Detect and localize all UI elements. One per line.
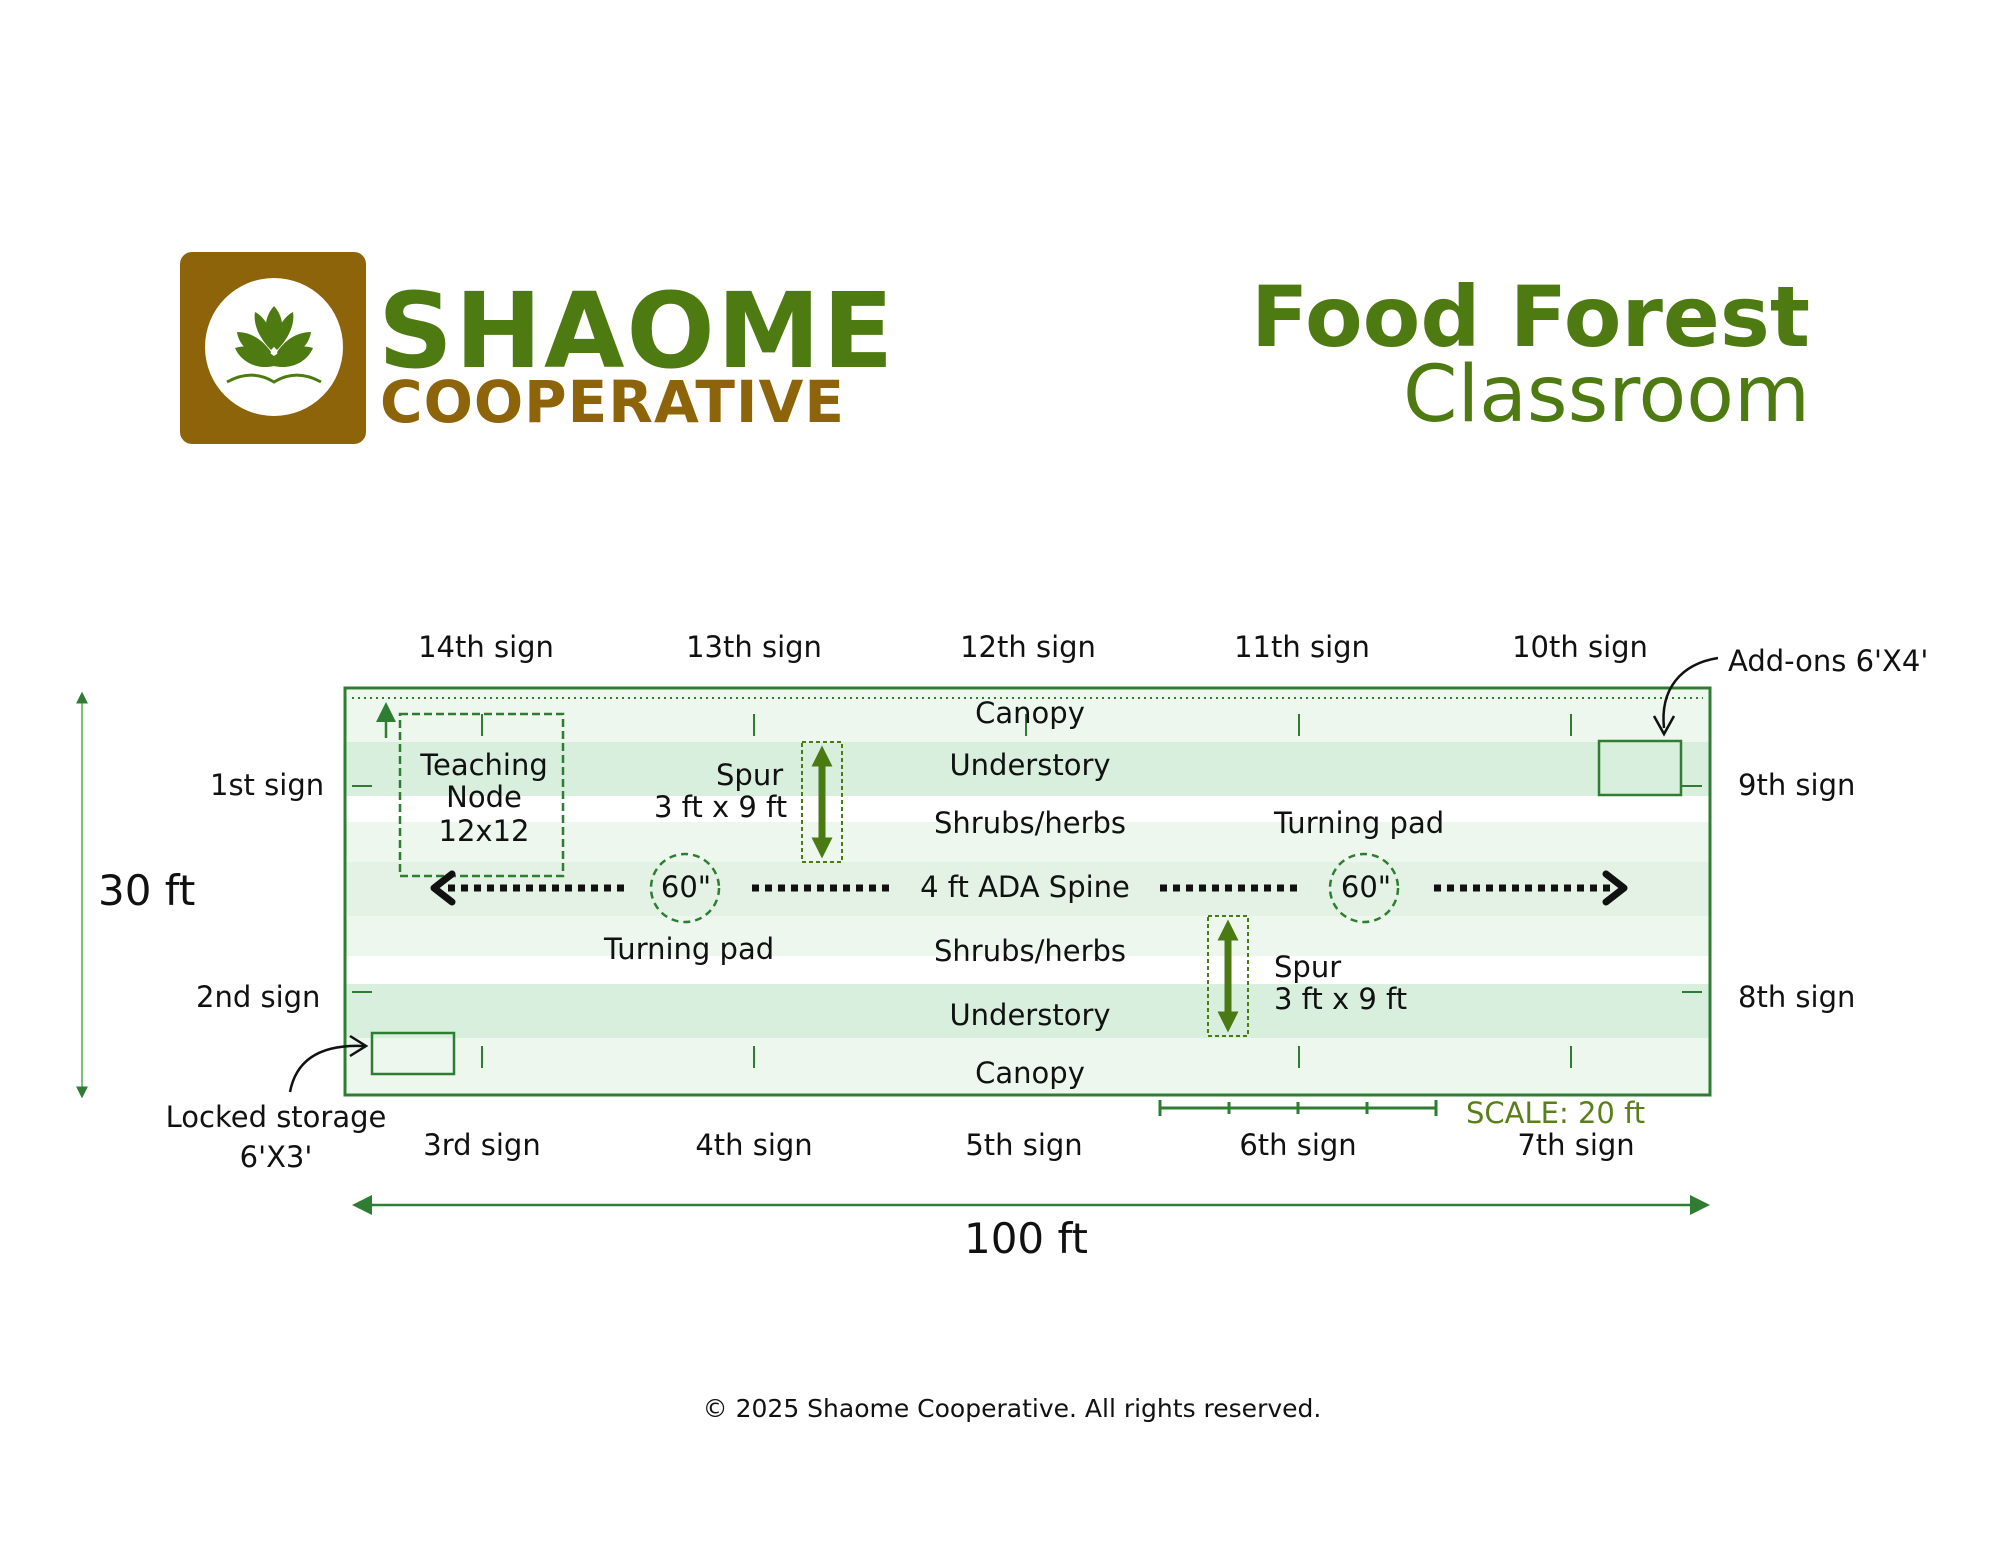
storage-label-1: Locked storage xyxy=(165,1100,387,1134)
height-label: 30 ft xyxy=(98,866,196,915)
turn-circle-right-label: 60" xyxy=(1340,870,1392,904)
sign-11: 11th sign xyxy=(1234,630,1370,664)
shrubs-band-bottom xyxy=(346,916,1710,956)
storage-box xyxy=(370,1031,456,1076)
page-subtitle: Classroom xyxy=(1403,350,1810,440)
storage-pointer xyxy=(288,1044,365,1093)
sign-12: 12th sign xyxy=(960,630,1096,664)
sign-3: 3rd sign xyxy=(423,1128,541,1162)
sign-7: 7th sign xyxy=(1517,1128,1635,1162)
teaching-node-label-2: Node xyxy=(446,780,522,814)
zone-shrubs-bottom: Shrubs/herbs xyxy=(933,934,1127,968)
spur-left-label-1: Spur xyxy=(716,758,784,792)
zone-canopy-bottom: Canopy xyxy=(975,1056,1085,1090)
zone-canopy-top: Canopy xyxy=(975,696,1085,730)
shrubs-band-top-2 xyxy=(346,822,1710,862)
spur-right-box xyxy=(1207,915,1249,1037)
logo xyxy=(180,252,366,444)
sign-5: 5th sign xyxy=(965,1128,1083,1162)
turning-pad-right-label: Turning pad xyxy=(1274,806,1445,840)
sign-ticks xyxy=(352,714,1702,1068)
zone-understory-top: Understory xyxy=(949,748,1111,782)
addons-pointer-head xyxy=(1652,715,1676,737)
site-boundary xyxy=(343,686,1712,1097)
spine-arrow-right xyxy=(1602,870,1628,906)
page-title: Food Forest xyxy=(1250,268,1810,366)
understory-band-bottom xyxy=(346,984,1710,1038)
ada-spine-label: 4 ft ADA Spine xyxy=(920,870,1130,904)
turn-circle-right xyxy=(1328,852,1400,924)
sign-4: 4th sign xyxy=(695,1128,813,1162)
teaching-node-box xyxy=(398,712,565,878)
storage-pointer-head xyxy=(349,1034,369,1058)
addons-label: Add-ons 6'X4' xyxy=(1728,644,1929,678)
turning-pad-left-label: Turning pad xyxy=(604,932,775,966)
sign-9: 9th sign xyxy=(1738,768,1856,802)
sign-6: 6th sign xyxy=(1239,1128,1357,1162)
leaf-sprout-icon xyxy=(226,306,322,384)
brand-subname: COOPERATIVE xyxy=(380,368,846,436)
zone-shrubs-top: Shrubs/herbs xyxy=(933,806,1127,840)
storage-label-2: 6'X3' xyxy=(239,1140,313,1174)
sign-8: 8th sign xyxy=(1738,980,1856,1014)
sign-2: 2nd sign xyxy=(196,980,321,1014)
scale-label: SCALE: 20 ft xyxy=(1466,1096,1646,1130)
ada-spine-band xyxy=(346,862,1710,916)
teaching-node-label-3: 12x12 xyxy=(438,814,530,848)
width-label: 100 ft xyxy=(963,1214,1089,1263)
shrubs-band-top xyxy=(346,796,1710,822)
canopy-band-top xyxy=(346,690,1710,742)
copyright-footer: © 2025 Shaome Cooperative. All rights re… xyxy=(702,1394,1322,1423)
sign-10: 10th sign xyxy=(1512,630,1648,664)
spur-left-label-2: 3 ft x 9 ft xyxy=(654,790,788,824)
spur-left-box xyxy=(801,741,843,863)
canopy-band-bottom xyxy=(346,1038,1710,1094)
logo-circle xyxy=(205,278,343,416)
sign-13: 13th sign xyxy=(686,630,822,664)
sign-14: 14th sign xyxy=(418,630,554,664)
spine-arrow-left xyxy=(430,870,456,906)
spur-right-label-1: Spur xyxy=(1274,950,1342,984)
scale-bar xyxy=(1158,1100,1438,1116)
addons-pointer xyxy=(1662,656,1719,729)
shrubs-band-bottom-2 xyxy=(346,956,1710,984)
turn-circle-left xyxy=(649,852,721,924)
sign-1: 1st sign xyxy=(210,768,325,802)
brand-name: SHAOME xyxy=(378,270,896,392)
addons-box xyxy=(1597,739,1683,797)
teaching-node-label-1: Teaching xyxy=(420,748,548,782)
turn-circle-left-label: 60" xyxy=(660,870,712,904)
zone-understory-bottom: Understory xyxy=(949,998,1111,1032)
understory-band-top xyxy=(346,742,1710,796)
spur-right-label-2: 3 ft x 9 ft xyxy=(1274,982,1408,1016)
